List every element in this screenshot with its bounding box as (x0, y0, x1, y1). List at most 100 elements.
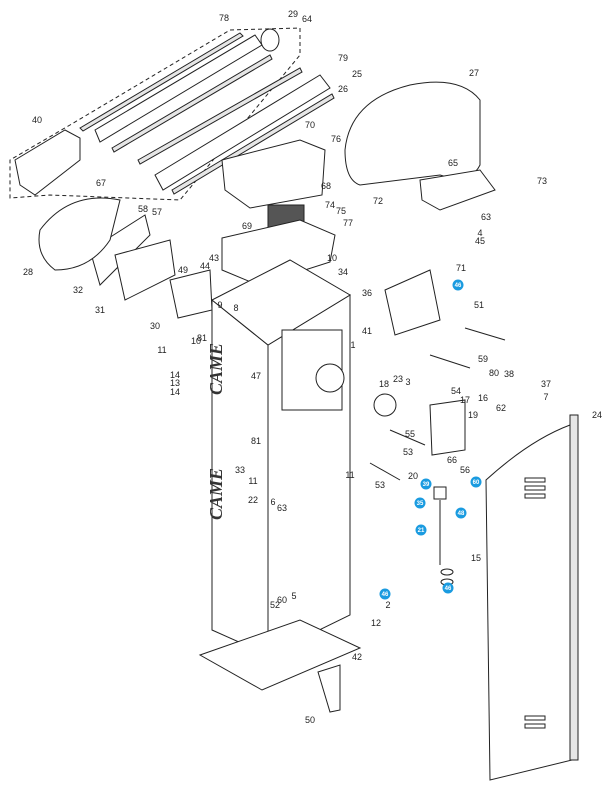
part-label-71: 71 (456, 263, 466, 273)
cam-disc (373, 393, 397, 417)
part-label-31: 31 (95, 305, 105, 315)
control-board (419, 169, 496, 211)
part-label-36: 36 (362, 288, 372, 298)
part-label-54: 54 (451, 386, 461, 396)
mounting-plate-31 (114, 239, 176, 301)
mounting-plate-32 (89, 214, 151, 286)
part-label-42: 42 (352, 652, 362, 662)
part-label-40: 40 (32, 115, 42, 125)
part-label-64: 64 (302, 14, 312, 24)
part-label-33: 33 (235, 465, 245, 475)
clevis-35 (433, 486, 447, 500)
part-label-16: 16 (478, 393, 488, 403)
came-logo: CAME (206, 343, 226, 395)
part-label-57: 57 (152, 207, 162, 217)
part-label-14: 14 (170, 387, 180, 397)
plate-30 (169, 269, 213, 319)
part-label-12: 12 (371, 618, 381, 628)
highlight-label-39: 39 (423, 482, 430, 488)
part-label-76: 76 (331, 134, 341, 144)
part-label-67: 67 (96, 178, 106, 188)
part-label-43: 43 (209, 253, 219, 263)
highlight-badge-39 (420, 478, 432, 490)
part-label-30: 30 (150, 321, 160, 331)
part-label-81: 81 (251, 436, 261, 446)
part-label-73: 73 (537, 176, 547, 186)
part-label-49: 49 (178, 265, 188, 275)
part-label-45: 45 (475, 236, 485, 246)
part-label-4: 4 (477, 228, 482, 238)
boom-cap (260, 28, 280, 52)
highlight-label-21: 21 (418, 528, 425, 534)
part-label-19: 19 (468, 410, 478, 420)
cover (344, 81, 481, 186)
part-label-9: 9 (217, 300, 222, 310)
part-label-37: 37 (541, 379, 551, 389)
part-label-58: 58 (138, 204, 148, 214)
part-label-10: 10 (191, 336, 201, 346)
bracket-41 (384, 269, 441, 336)
part-label-10: 10 (327, 253, 337, 263)
part-label-56: 56 (460, 465, 470, 475)
part-label-28: 28 (23, 267, 33, 277)
part-label-59: 59 (478, 354, 488, 364)
part-label-63: 63 (277, 503, 287, 513)
rod-53 (369, 462, 401, 481)
boom-profile-upper (79, 28, 280, 153)
part-label-50: 50 (305, 715, 315, 725)
part-label-81: 81 (197, 333, 207, 343)
part-label-2: 2 (385, 600, 390, 610)
part-label-25: 25 (352, 69, 362, 79)
part-label-11: 11 (248, 476, 257, 486)
boom-bracket (14, 129, 81, 196)
part-label-79: 79 (338, 53, 348, 63)
part-label-51: 51 (474, 300, 484, 310)
part-label-24: 24 (592, 410, 602, 420)
part-label-8: 8 (233, 303, 238, 313)
part-label-13: 13 (170, 378, 180, 388)
part-label-62: 62 (496, 403, 506, 413)
part-label-63: 63 (481, 212, 491, 222)
highlight-badge-46 (379, 588, 391, 600)
part-label-11: 11 (345, 470, 354, 480)
came-logo-lower: CAME (206, 468, 226, 520)
cabinet-top (211, 259, 351, 346)
part-label-68: 68 (321, 181, 331, 191)
part-label-23: 23 (393, 374, 403, 384)
part-label-74: 74 (325, 200, 335, 210)
part-label-47: 47 (251, 371, 261, 381)
part-label-15: 15 (471, 553, 481, 563)
limit-switch-box (429, 399, 466, 456)
highlight-badge-60 (470, 476, 482, 488)
electronics-lid (221, 139, 326, 209)
part-label-29: 29 (288, 9, 298, 19)
highlight-label-60: 60 (473, 480, 480, 486)
highlight-badge-46 (442, 582, 454, 594)
part-label-41: 41 (362, 326, 372, 336)
part-label-70: 70 (305, 120, 315, 130)
part-label-22: 22 (248, 495, 258, 505)
base-plate (198, 619, 362, 691)
highlight-badge-35 (414, 497, 426, 509)
part-label-66: 66 (447, 455, 457, 465)
part-label-65: 65 (448, 158, 458, 168)
part-label-34: 34 (338, 267, 348, 277)
part-label-77: 77 (343, 218, 353, 228)
part-label-26: 26 (338, 84, 348, 94)
part-label-69: 69 (242, 221, 252, 231)
highlight-label-48: 48 (458, 511, 465, 517)
highlight-label-46: 46 (445, 586, 452, 592)
anchor-bracket-42 (317, 664, 341, 713)
part-label-27: 27 (469, 68, 479, 78)
boom-profile-lower (137, 67, 335, 195)
part-label-38: 38 (504, 369, 514, 379)
rod-59b (464, 327, 506, 341)
part-label-1: 1 (350, 340, 355, 350)
rod-53b (389, 429, 426, 446)
door-vents (524, 477, 546, 729)
part-label-60: 60 (277, 595, 287, 605)
highlight-badge-46 (452, 279, 464, 291)
part-label-3: 3 (405, 377, 410, 387)
part-label-55: 55 (405, 429, 415, 439)
